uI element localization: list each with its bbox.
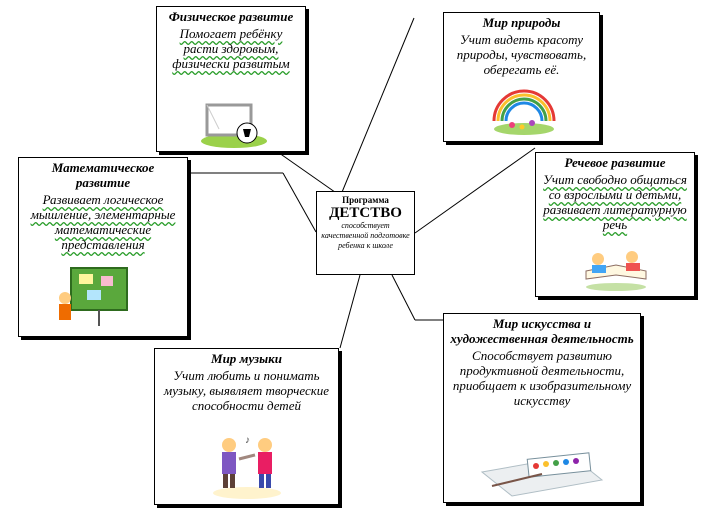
connector-speech — [414, 147, 536, 234]
box-text: Способствует развитию продуктивной деяте… — [452, 348, 632, 408]
box-title: Мир искусства и художественная деятельно… — [450, 316, 634, 346]
box-music: Мир музыки Учит любить и понимать музыку… — [154, 348, 339, 505]
box-title: Речевое развитие — [564, 155, 666, 170]
center-program-text: способствует качественной подготовке реб… — [321, 221, 410, 250]
box-physical-development: Физическое развитие Помогает ребёнку рас… — [156, 6, 306, 152]
soccer-goal-illustration — [201, 103, 267, 148]
center-program-box: Программа ДЕТСТВО способствует качествен… — [316, 191, 415, 275]
math-board-illustration — [59, 267, 128, 326]
box-math-development: Математическое развитие Развивает логиче… — [18, 157, 188, 337]
paint-palette-illustration — [480, 452, 604, 497]
center-program-label: Программа — [342, 195, 389, 205]
box-nature: Мир природы Учит видеть красоту природы,… — [443, 12, 600, 142]
box-title: Математическое развитие — [51, 160, 155, 190]
rainbow-flowers-illustration — [492, 89, 556, 135]
box-text: Учит свободно общаться со взрослыми и де… — [543, 172, 687, 232]
children-reading-illustration — [585, 251, 647, 291]
box-title: Мир природы — [482, 15, 561, 30]
box-art-activity: Мир искусства и художественная деятельно… — [443, 313, 641, 503]
connector-art-b — [391, 274, 416, 321]
svg-text:♪: ♪ — [245, 435, 250, 446]
connector-nature — [339, 17, 415, 198]
connector-music — [339, 274, 361, 349]
box-title: Мир музыки — [211, 351, 282, 366]
box-text: Развивает логическое мышление, элементар… — [30, 192, 176, 252]
connector-math-b — [282, 172, 317, 233]
box-text: Учит видеть красоту природы, чувствовать… — [456, 32, 587, 77]
box-text: Учит любить и понимать музыку, выявляет … — [163, 368, 330, 413]
box-speech-development: Речевое развитие Учит свободно общаться … — [535, 152, 695, 297]
box-title: Физическое развитие — [168, 9, 294, 24]
connector-physical — [271, 147, 343, 198]
center-program-title: ДЕТСТВО — [329, 205, 402, 221]
box-text: Помогает ребёнку расти здоровым, физичес… — [172, 26, 290, 71]
children-music-illustration: ♪ — [213, 435, 281, 499]
